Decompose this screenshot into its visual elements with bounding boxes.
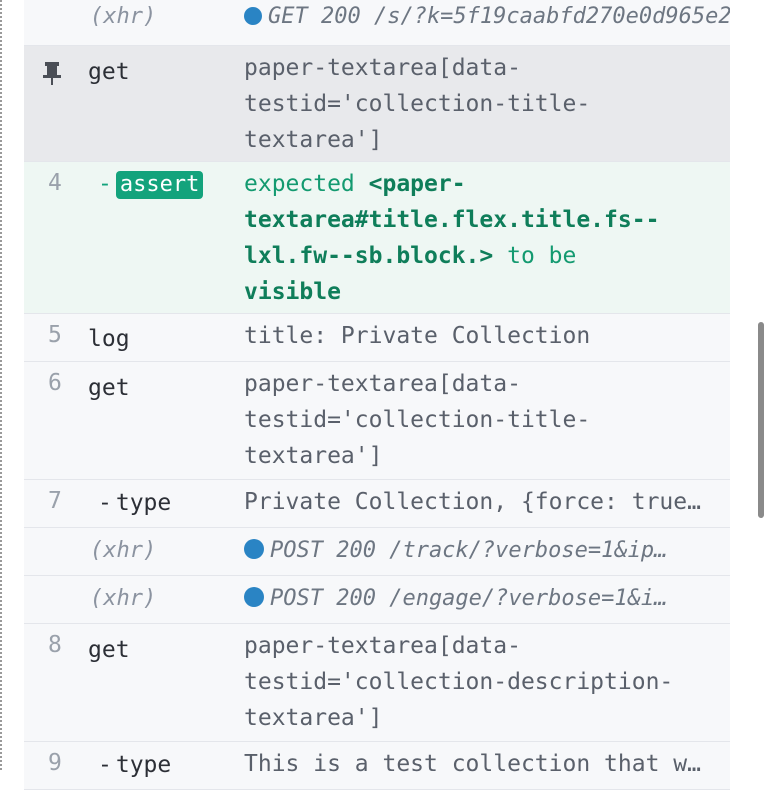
row-number: 9 <box>48 750 62 776</box>
row-number: 6 <box>48 370 62 396</box>
log-row-pinned-get[interactable]: get paper-textarea[data- testid='collect… <box>24 46 730 162</box>
xhr-label: (xhr) <box>90 538 157 563</box>
assert-expected-word: expected <box>244 171 355 197</box>
command-message: paper-textarea[data- testid='collection-… <box>244 55 591 153</box>
pin-icon[interactable] <box>40 60 64 86</box>
row-number: 4 <box>48 170 62 196</box>
scrollbar-thumb[interactable] <box>758 322 764 518</box>
row-number: 8 <box>48 632 62 658</box>
log-row-log[interactable]: 5 log title: Private Collection <box>24 314 730 362</box>
xhr-request-text: GET 200 /s/?k=5f19caabfd270e0d965e2… <box>244 4 745 29</box>
xhr-request-text: POST 200 /track/?verbose=1&ip… <box>244 538 714 563</box>
log-row-type[interactable]: 7 -type Private Collection, {force: true… <box>24 480 730 528</box>
xhr-label: (xhr) <box>90 586 157 611</box>
command-message: paper-textarea[data- testid='collection-… <box>244 371 591 469</box>
log-row-xhr-track[interactable]: (xhr) POST 200 /track/?verbose=1&ip… <box>24 528 730 576</box>
xhr-label: (xhr) <box>90 4 157 29</box>
command-log: (xhr) GET 200 /s/?k=5f19caabfd270e0d965e… <box>24 0 745 790</box>
command-message: Private Collection, {force: true… <box>244 489 701 515</box>
command-name: log <box>88 326 130 352</box>
log-row-get[interactable]: 6 get paper-textarea[data- testid='colle… <box>24 362 730 480</box>
row-number: 7 <box>48 488 62 514</box>
command-name: get <box>88 59 130 85</box>
log-row-get-description[interactable]: 8 get paper-textarea[data- testid='colle… <box>24 624 730 742</box>
assert-state: visible <box>244 279 341 305</box>
command-name: -assert <box>98 171 204 199</box>
assert-to-be: to be <box>507 243 577 269</box>
command-name: get <box>88 375 130 401</box>
xhr-status-dot-icon <box>244 7 262 25</box>
log-row-xhr-engage[interactable]: (xhr) POST 200 /engage/?verbose=1&i… <box>24 576 730 624</box>
panel-left-border <box>0 0 24 770</box>
log-row-type-description[interactable]: 9 -type This is a test collection that w… <box>24 742 730 790</box>
command-message: paper-textarea[data- testid='collection-… <box>244 633 674 731</box>
xhr-status-dot-icon <box>244 539 264 559</box>
assert-subject: <paper- textarea#title.flex.title.fs-- l… <box>244 171 660 269</box>
xhr-request-text: POST 200 /engage/?verbose=1&i… <box>244 586 714 611</box>
command-name: get <box>88 637 130 663</box>
command-message: title: Private Collection <box>244 323 591 349</box>
log-row-assert[interactable]: 4 -assert expected <paper- textarea#titl… <box>24 162 730 314</box>
row-number: 5 <box>48 322 62 348</box>
command-name: -type <box>98 752 172 778</box>
right-gutter <box>730 0 764 770</box>
command-name: -type <box>98 490 172 516</box>
command-message: This is a test collection that w… <box>244 751 701 777</box>
assertion-message: expected <paper- textarea#title.flex.tit… <box>244 166 722 310</box>
xhr-status-dot-icon <box>244 587 264 607</box>
assert-badge: assert <box>115 171 204 199</box>
log-row-xhr-get[interactable]: (xhr) GET 200 /s/?k=5f19caabfd270e0d965e… <box>24 0 745 46</box>
